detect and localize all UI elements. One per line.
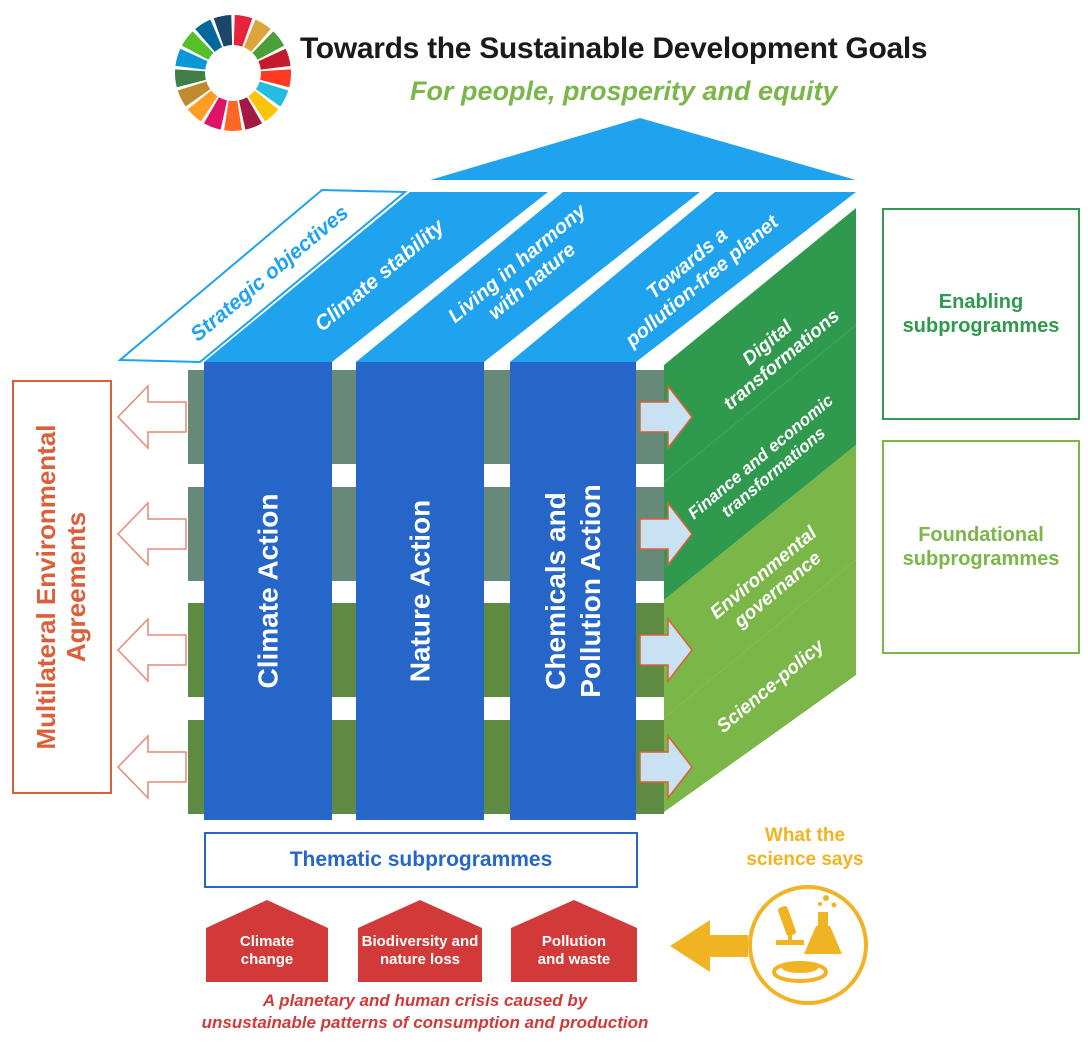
sdg-wheel-segment [203,97,228,130]
left-arrows [116,384,187,800]
sdg-wheel-segment [187,90,218,122]
column-chemicals-pollution: Chemicals and Pollution Action [510,362,636,820]
petri-dish-icon [772,961,828,983]
sdg-wheel-segment [224,100,242,131]
page-subtitle: For people, prosperity and equity [410,76,838,106]
side-governance [664,445,856,718]
sdg-wheel-segment [175,69,206,88]
column-nature-action: Nature Action [356,362,484,820]
sdg-wheel-segment [213,15,233,47]
strategic-strip [117,188,408,364]
science-arrow [670,920,748,972]
crisis-pollution-waste: Pollution and waste [537,933,611,968]
sdg-wheel-segment [258,48,291,70]
multilateral-agreements-box: Multilateral Environmental Agreements [12,380,112,794]
sdg-wheel-segment [233,15,253,47]
sdg-wheel-segment [181,31,214,60]
thematic-subprogrammes-box: Thematic subprogrammes [204,832,638,888]
enabling-subprogrammes-box: Enabling subprogrammes [882,208,1080,420]
roof [430,118,856,180]
top-strip-pollution [510,192,856,362]
crisis-climate-change: Climate change [239,933,295,968]
sdg-wheel-segment [260,69,291,88]
crisis-caption: A planetary and human crisis caused by u… [201,991,649,1033]
sdg-wheel-icon [175,15,291,131]
crisis-biodiversity-loss: Biodiversity and nature loss [361,933,479,968]
foundational-subprogrammes-box: Foundational subprogrammes [882,440,1080,654]
page-title: Towards the Sustainable Development Goal… [300,32,928,65]
sdg-wheel-segment [238,97,263,130]
sdg-wheel-segment [252,31,285,60]
side-science [664,560,856,812]
sdg-wheel-segment [195,19,223,52]
house-pollution [511,900,637,982]
side-arrows [639,383,693,801]
top-strip-nature [356,192,700,362]
microscope-icon [776,906,804,945]
sdg-wheel-segment [175,48,208,70]
house-climate [206,900,328,982]
column-climate-action: Climate Action [204,362,332,820]
sdg-wheel-segment [177,81,211,107]
science-says-label: What the science says [746,825,864,870]
sdg-wheel-segment [248,90,279,122]
flask-icon [804,895,842,954]
sdg-wheel-segment [243,19,271,52]
side-finance [664,325,856,600]
top-strip-climate [204,192,548,362]
house-biodiversity [358,900,482,982]
sdg-wheel-segment [255,81,289,107]
side-digital [664,208,856,482]
